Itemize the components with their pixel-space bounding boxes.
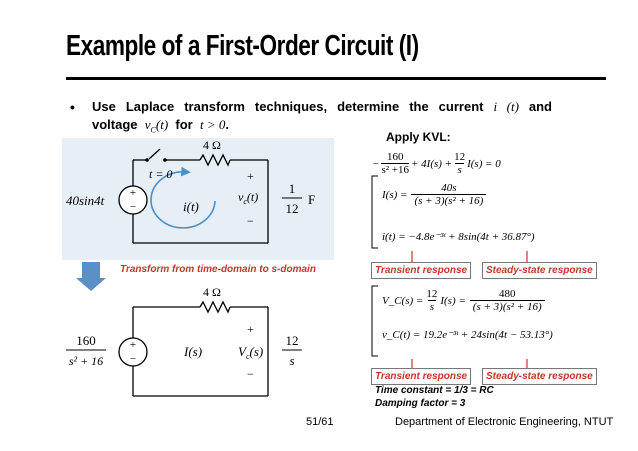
voltage-s-equation: V_C(s) = 12 s I(s) = 480 (s + 3)(s² + 16… [382, 288, 545, 313]
question-word: current [438, 99, 484, 114]
source-minus: − [130, 201, 136, 213]
question-word: techniques, [254, 99, 328, 114]
transform-note: Transform from time-domain to s-domain [120, 264, 316, 275]
s-source-minus: − [130, 353, 136, 365]
loop-current-arrow [150, 166, 216, 229]
steady-state-response-tag-2: Steady-state response [482, 368, 597, 385]
question-word: Laplace [125, 99, 175, 114]
switch-label: t = 0 [149, 167, 172, 181]
kvl-heading: Apply KVL: [386, 130, 451, 144]
question-voltage-symbol: vC(t) [144, 117, 169, 135]
time-circuit-wires [132, 148, 269, 244]
damping-factor-note: Damping factor = 3 [375, 398, 466, 409]
bullet-marker: • [70, 99, 75, 115]
current-t-equation: i(t) = −4.8e⁻³ᵗ + 8sin(4t + 36.87°) [382, 231, 535, 243]
s-circuit-wires [132, 300, 269, 397]
voltage-source-icon [118, 185, 148, 215]
cap-value-num: 1 [289, 181, 296, 196]
cap-value-den: 12 [286, 201, 299, 216]
question-current-symbol: i (t) [493, 99, 519, 114]
cap-unit: F [308, 192, 315, 207]
voltage-t-equation: v_C(t) = 19.2e⁻³ᵗ + 24sin(4t − 53.13°) [382, 329, 553, 341]
kvl-equation: − 160 s² +16 + 4I(s) + 12 s I(s) = 0 [372, 151, 501, 176]
question-word: for [175, 117, 193, 132]
title-underline [66, 77, 606, 80]
s-impedance-num: 12 [286, 333, 299, 348]
steady-state-response-tag: Steady-state response [482, 262, 597, 279]
question-word: and [528, 99, 553, 114]
slide-title: Example of a First-Order Circuit (I) [66, 30, 419, 62]
question-line-2: voltage vC(t) for t > 0. [92, 117, 229, 135]
current-equation-bracket [371, 175, 378, 249]
transient-response-tag-2: Transient response [371, 368, 472, 385]
question-time-condition: t > 0 [199, 117, 226, 132]
s-cap-voltage-label: Vc(s) [238, 344, 263, 361]
page-number: 51/61 [306, 416, 334, 428]
source-plus: + [130, 187, 136, 199]
s-resistor-label: 4 Ω [203, 285, 221, 299]
switch-blade [148, 148, 161, 160]
question-word: the [409, 99, 429, 114]
s-source-num: 160 [76, 333, 96, 348]
source-label: 40sin4t [66, 193, 105, 208]
cap-voltage-label: vc(t) [238, 190, 258, 206]
s-current-label: I(s) [183, 344, 202, 359]
s-voltage-source-icon [118, 337, 148, 367]
s-cap-plus: + [247, 322, 254, 336]
s-source-den: s² + 16 [69, 354, 103, 368]
question-line-1: Use Laplace transform techniques, determ… [92, 99, 552, 115]
question-word: voltage [92, 117, 138, 132]
time-circuit-background [62, 138, 334, 260]
question-word: determine [337, 99, 400, 114]
cap-plus: + [247, 169, 254, 183]
voltage-equation-bracket [371, 285, 378, 357]
transient-response-tag: Transient response [371, 262, 472, 279]
current-label: i(t) [183, 199, 199, 214]
cap-minus: − [247, 214, 254, 228]
time-constant-note: Time constant = 1/3 = RC [375, 385, 494, 396]
s-cap-minus: − [247, 367, 254, 381]
s-impedance-den: s [289, 353, 294, 368]
s-source-plus: + [130, 339, 136, 351]
department-footer: Department of Electronic Engineering, NT… [395, 416, 614, 428]
transform-down-arrow-icon [76, 262, 106, 291]
question-word: transform [184, 99, 245, 114]
current-s-equation: I(s) = 40s (s + 3)(s² + 16) [382, 182, 487, 207]
question-word: Use [92, 99, 116, 114]
resistor-label: 4 Ω [203, 138, 221, 152]
